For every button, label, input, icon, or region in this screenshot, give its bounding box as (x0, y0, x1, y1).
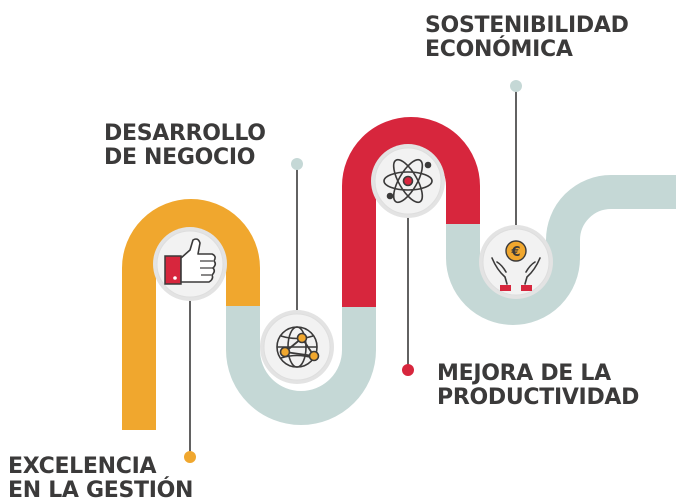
thumbs-up-icon (164, 238, 217, 285)
node-mejora (371, 144, 445, 218)
path-segment-teal-tail (446, 175, 676, 325)
node-excelencia (153, 227, 227, 301)
node-sostenibilidad: € (479, 225, 553, 299)
label-desarrollo-line1: DESARROLLO (104, 121, 266, 146)
label-mejora-line2: PRODUCTIVIDAD (437, 385, 640, 410)
connector-dot-desarrollo (291, 158, 303, 170)
node-desarrollo (260, 310, 334, 384)
label-sostenibilidad-line1: SOSTENIBILIDAD (425, 13, 629, 38)
label-desarrollo-de-negocio: DESARROLLO DE NEGOCIO (104, 122, 266, 170)
connector-dot-excelencia (184, 451, 196, 463)
euro-symbol: € (510, 245, 520, 260)
atom-icon (383, 158, 433, 204)
network-globe-icon (276, 326, 320, 368)
euro-hands-icon: € (491, 240, 541, 291)
label-mejora-de-la-productividad: MEJORA DE LA PRODUCTIVIDAD (437, 362, 639, 410)
connector-dot-mejora (402, 364, 414, 376)
path-segment-red (342, 117, 480, 307)
path-segment-orange (122, 199, 260, 430)
label-sostenibilidad-economica: SOSTENIBILIDAD ECONÓMICA (425, 14, 629, 62)
label-excelencia-line2: EN LA GESTIÓN (8, 478, 194, 502)
label-excelencia-en-la-gestion: EXCELENCIA EN LA GESTIÓN (8, 455, 193, 502)
label-sostenibilidad-line2: ECONÓMICA (425, 37, 573, 62)
label-desarrollo-line2: DE NEGOCIO (104, 145, 256, 170)
connector-dot-sostenibilidad (510, 80, 522, 92)
path-segment-teal-valley (226, 305, 376, 425)
label-mejora-line1: MEJORA DE LA (437, 361, 611, 386)
label-excelencia-line1: EXCELENCIA (8, 454, 157, 479)
